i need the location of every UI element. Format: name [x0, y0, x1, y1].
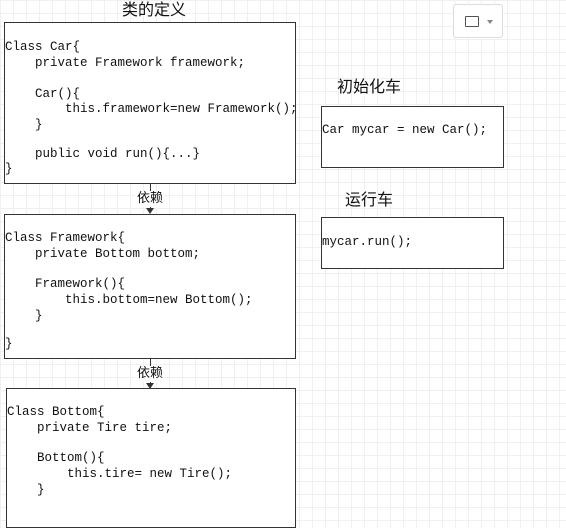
insert-image-button[interactable]	[453, 4, 503, 38]
code-line: Car(){	[5, 87, 81, 101]
code-line: private Bottom bottom;	[5, 247, 201, 261]
class-framework-box[interactable]: Class Framework{ private Bottom bottom; …	[4, 214, 296, 359]
code-line: private Tire tire;	[7, 421, 173, 435]
code-line: Car mycar = new Car();	[322, 123, 488, 137]
code-line: public void run(){...}	[5, 147, 201, 161]
code-line: }	[5, 309, 43, 323]
edge-label-dependency: 依赖	[135, 191, 166, 207]
code-line: }	[5, 162, 13, 176]
title-class-definition: 类的定义	[122, 0, 187, 19]
code-line: }	[7, 483, 45, 497]
title-run-car: 运行车	[345, 190, 394, 209]
code-line: mycar.run();	[322, 235, 413, 249]
dependency-arrow-head	[146, 383, 154, 389]
class-bottom-box[interactable]: Class Bottom{ private Tire tire; Bottom(…	[6, 388, 296, 528]
init-car-box[interactable]: Car mycar = new Car();	[321, 106, 504, 168]
code-line: }	[5, 118, 43, 132]
code-line: Class Car{	[5, 40, 81, 54]
run-car-box[interactable]: mycar.run();	[321, 217, 504, 269]
code-line: this.framework=new Framework();	[5, 102, 298, 116]
title-init-car: 初始化车	[337, 77, 402, 96]
dependency-arrow-head	[146, 208, 154, 214]
image-icon	[465, 16, 479, 27]
code-line: private Framework framework;	[5, 56, 246, 70]
code-line: Bottom(){	[7, 451, 105, 465]
chevron-down-icon	[487, 20, 493, 24]
code-line: this.tire= new Tire();	[7, 467, 233, 481]
code-line: Class Bottom{	[7, 405, 105, 419]
class-car-box[interactable]: Class Car{ private Framework framework; …	[4, 22, 298, 184]
code-line: Class Framework{	[5, 231, 126, 245]
code-line: }	[5, 337, 13, 351]
edge-label-dependency: 依赖	[135, 366, 166, 382]
code-line: Framework(){	[5, 277, 126, 291]
code-line: this.bottom=new Bottom();	[5, 293, 253, 307]
